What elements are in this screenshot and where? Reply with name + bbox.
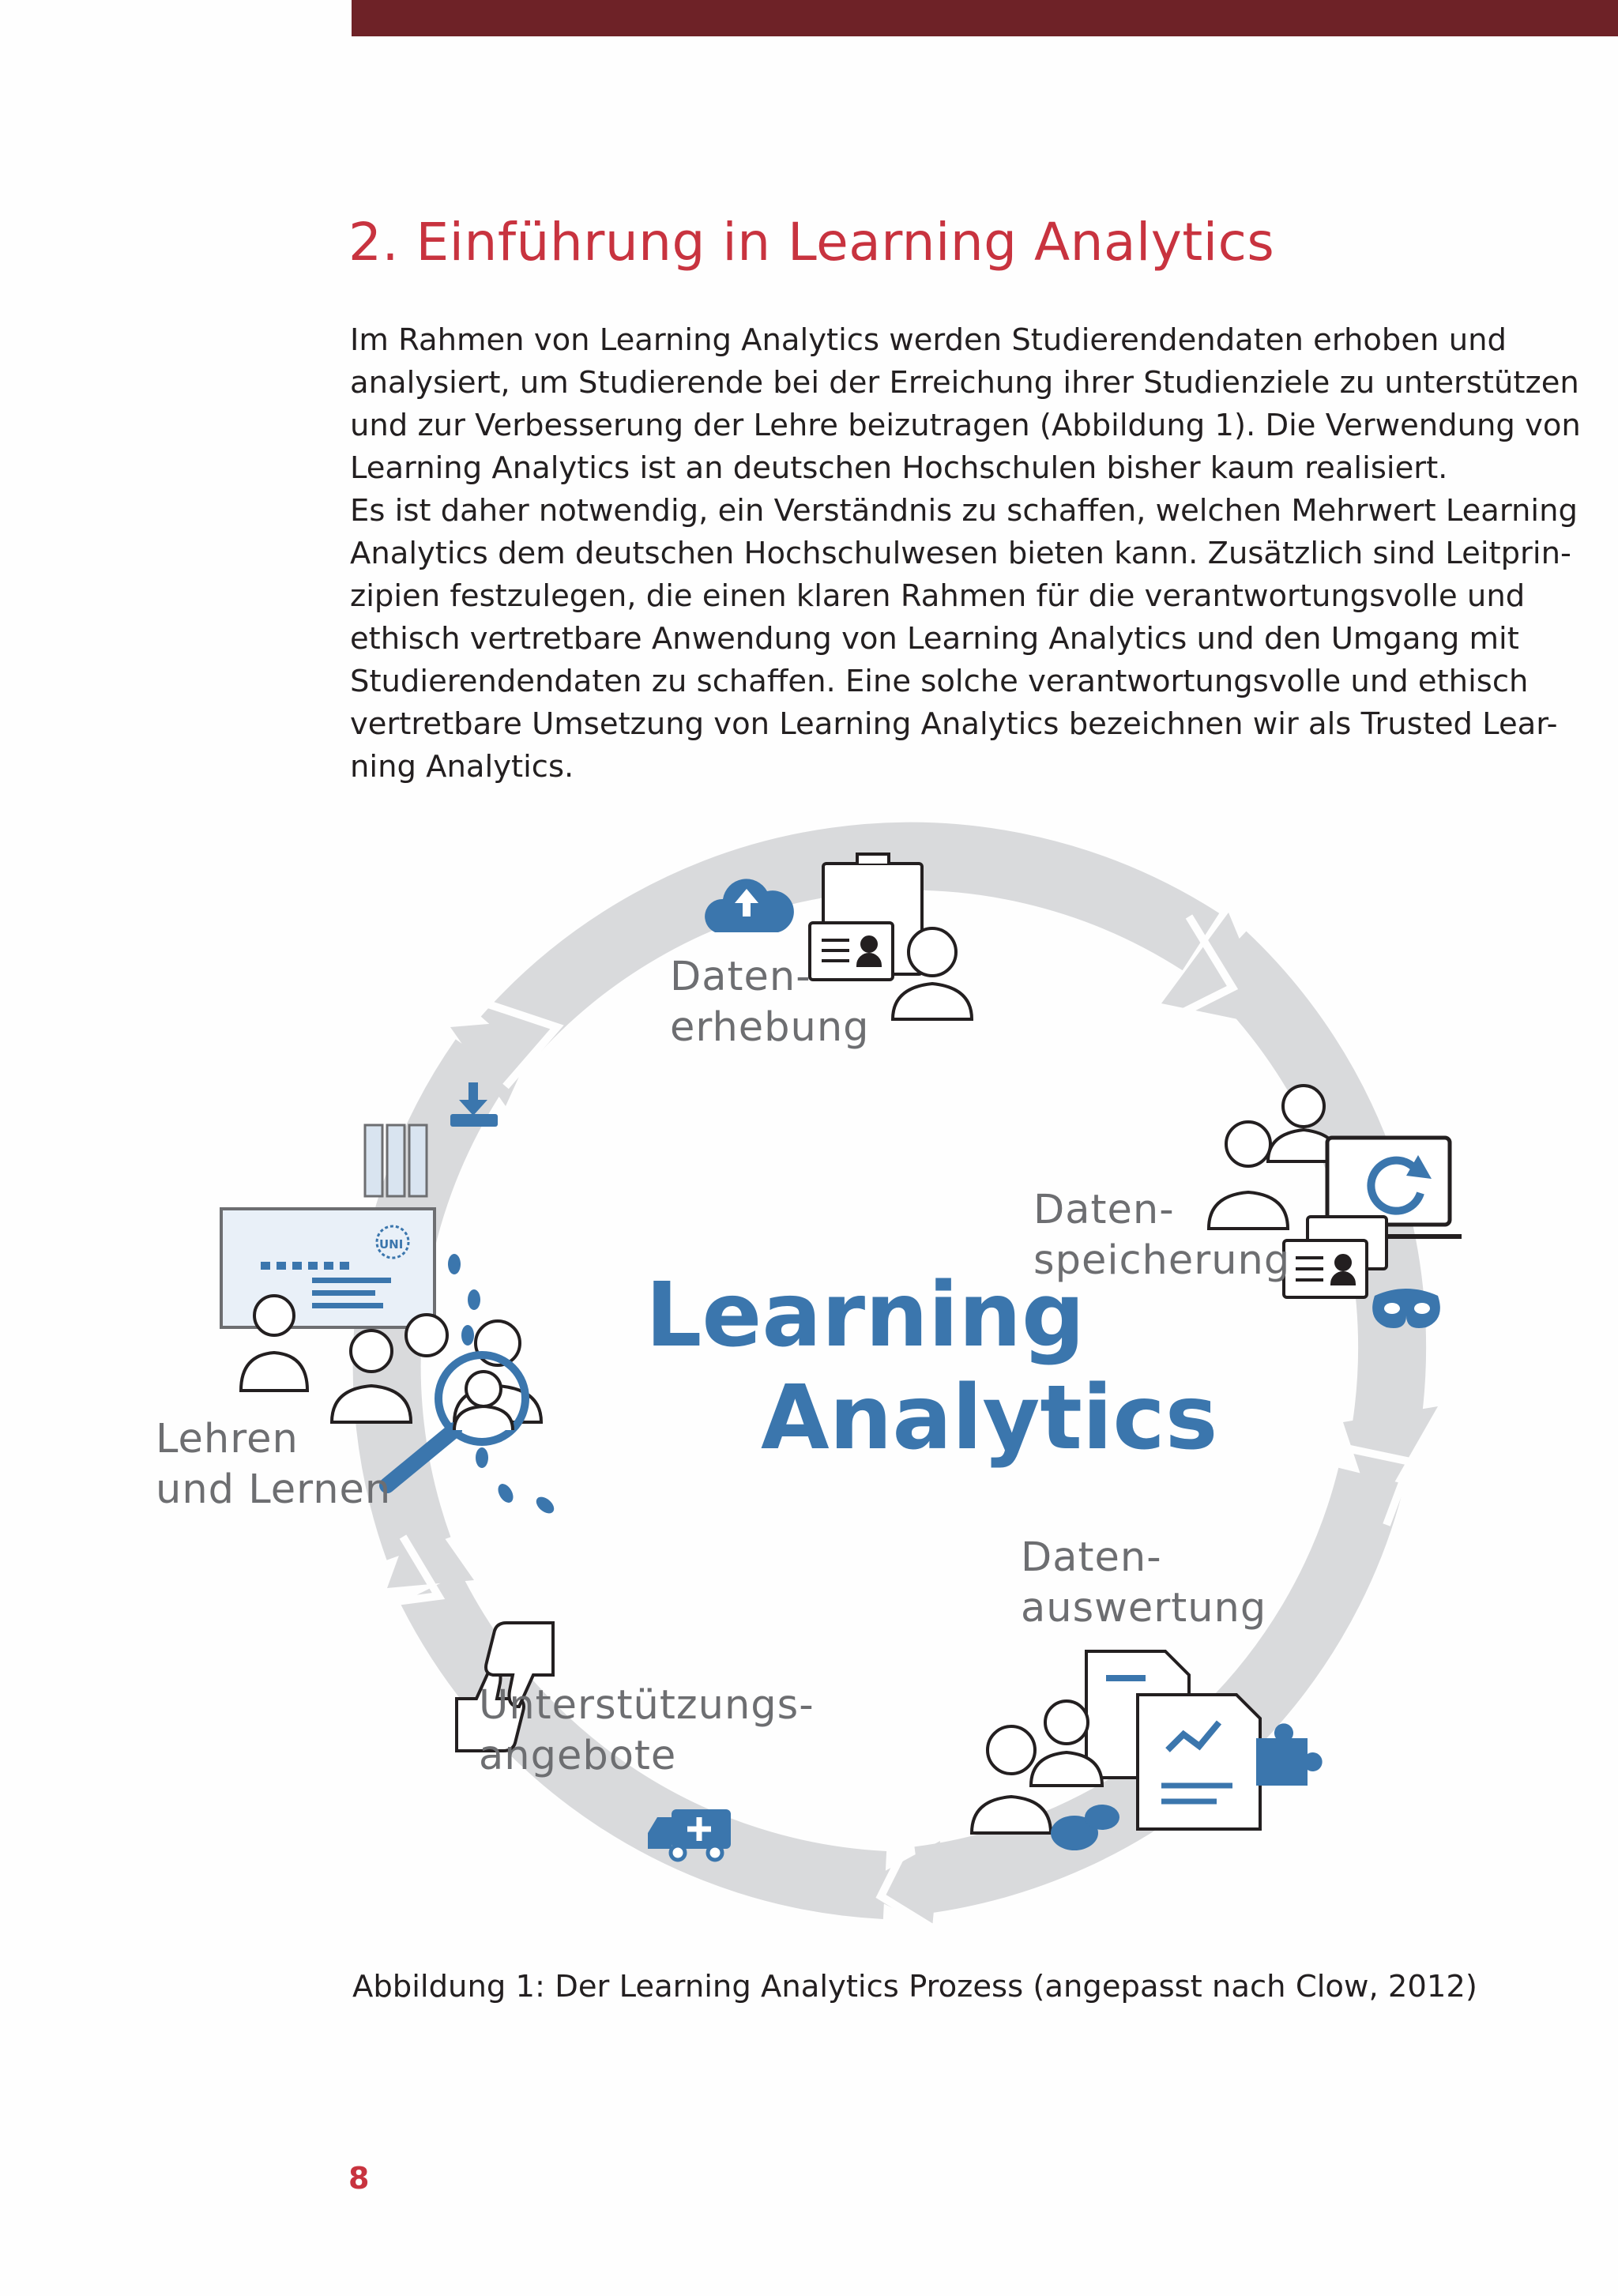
report-document-icon [1085,1650,1262,1831]
label-line: und Lernen [156,1466,392,1513]
body-line: Analytics dem deutschen Hochschulwesen b… [350,536,1571,571]
label-datenerhebung: Daten- erhebung [670,952,870,1053]
label-line: speicherung [1033,1237,1291,1284]
magnifier-icon [379,1351,529,1493]
people-group-icon [1206,1084,1341,1230]
ambulance-icon [648,1809,731,1862]
ring-segment-top [480,822,1220,1062]
body-line: und zur Verbesserung der Lehre beizutrag… [350,408,1581,443]
thumbs-down-icon [484,1621,555,1709]
label-lehren-und-lernen: Lehren und Lernen [156,1414,391,1515]
top-color-bar [352,0,1618,36]
section-heading: 2. Einführung in Learning Analytics [348,212,1275,273]
uni-badge: UNI [379,1237,404,1252]
arrow-head-3 [853,1841,940,1928]
body-line: Studierendendaten zu schaffen. Eine solc… [350,664,1529,699]
label-line: Daten- [670,954,811,1000]
footprints-icon [448,1254,555,1514]
cloud-upload-icon [705,879,794,932]
figure-caption: Abbildung 1: Der Learning Analytics Proz… [352,1969,1477,2004]
label-line: erhebung [670,1004,870,1051]
download-tray-icon [450,1082,498,1127]
body-line: Learning Analytics ist an deutschen Hoch… [350,450,1448,486]
binders-icon [363,1124,428,1198]
body-line: analysiert, um Studierende bei der Errei… [350,365,1579,401]
lecture-board-icon [220,1207,436,1329]
analysts-people-icon [969,1699,1104,1835]
id-card-icon [1282,1215,1388,1299]
label-line: Lehren [156,1416,299,1462]
puzzle-piece-icon [1256,1723,1323,1786]
arrow-head-2 [1343,1406,1438,1517]
label-line: Daten- [1021,1534,1162,1581]
monitor-sync-icon [1318,1135,1462,1239]
body-line: zipien festzulegen, die einen klaren Rah… [350,578,1526,614]
ring-segment-left-bottom [400,1572,887,1919]
body-line: Es ist daher notwendig, ein Verständnis … [350,493,1578,529]
arrow-head-5 [450,1019,545,1106]
students-group-icon [239,1294,544,1424]
label-datenspeicherung: Daten- speicherung [1033,1185,1290,1286]
page-number: 8 [348,2161,370,2196]
body-line: vertretbare Umsetzung von Learning Analy… [350,706,1558,742]
woman-person-icon [890,927,974,1021]
chat-bubbles-icon [1051,1805,1119,1850]
body-line: ning Analytics. [350,749,574,785]
body-paragraph: Im Rahmen von Learning Analytics werden … [350,319,1581,789]
mask-icon [1372,1289,1440,1328]
label-line: Unterstützungs- [479,1682,815,1729]
clipboard-profile-icon [808,853,924,981]
label-datenauswertung: Daten- auswertung [1021,1533,1266,1634]
label-line: Daten- [1033,1187,1175,1233]
body-line: ethisch vertretbare Anwendung von Learni… [350,621,1519,657]
label-unterstuetzungsangebote: Unterstützungs- angebote [479,1681,815,1782]
label-line: angebote [479,1733,677,1779]
label-line: auswertung [1021,1585,1267,1632]
center-title-line1: Learning [645,1264,1086,1367]
arrow-head-4 [387,1501,474,1588]
body-line: Im Rahmen von Learning Analytics werden … [350,322,1507,358]
center-title-line2: Analytics [761,1367,1218,1470]
learning-analytics-cycle-figure: Daten- erhebung Daten- speicherung Daten… [0,822,1618,1944]
cycle-ring [220,822,1462,1932]
